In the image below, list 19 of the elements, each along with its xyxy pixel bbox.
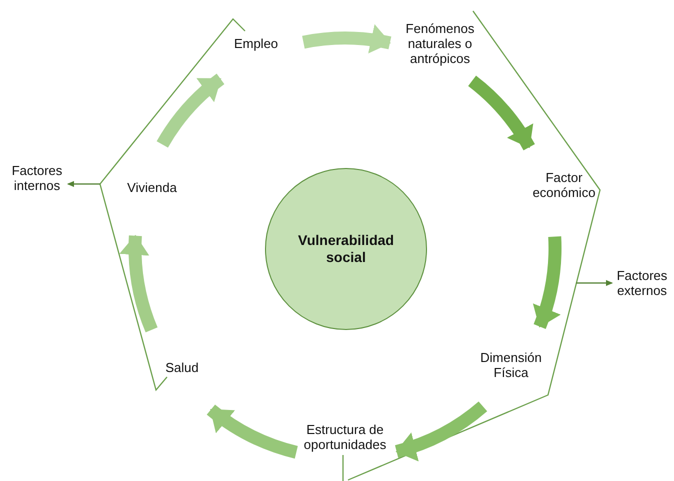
- factor-label: Factores externos: [612, 268, 672, 298]
- factor-label: Empleo: [228, 36, 284, 51]
- factor-label: Fenómenos naturales o antrópicos: [392, 21, 488, 66]
- curved-arrow: [468, 76, 535, 151]
- factor-label: Factores internos: [6, 163, 68, 193]
- factor-label: Dimensión Física: [470, 350, 552, 380]
- curved-arrow: [394, 401, 487, 460]
- factor-label: Factor económico: [518, 170, 610, 200]
- factor-label: Estructura de oportunidades: [295, 422, 395, 452]
- curved-arrow: [207, 404, 298, 459]
- factor-label: Vivienda: [124, 180, 180, 195]
- factor-label: Salud: [160, 360, 204, 375]
- curved-arrow: [120, 234, 158, 332]
- curved-arrow: [302, 25, 391, 55]
- curved-arrow: [156, 74, 225, 148]
- arrow: [576, 280, 613, 286]
- arrow: [67, 181, 100, 187]
- center-title: Vulnerabilidad social: [297, 232, 395, 266]
- curved-arrow: [532, 236, 562, 329]
